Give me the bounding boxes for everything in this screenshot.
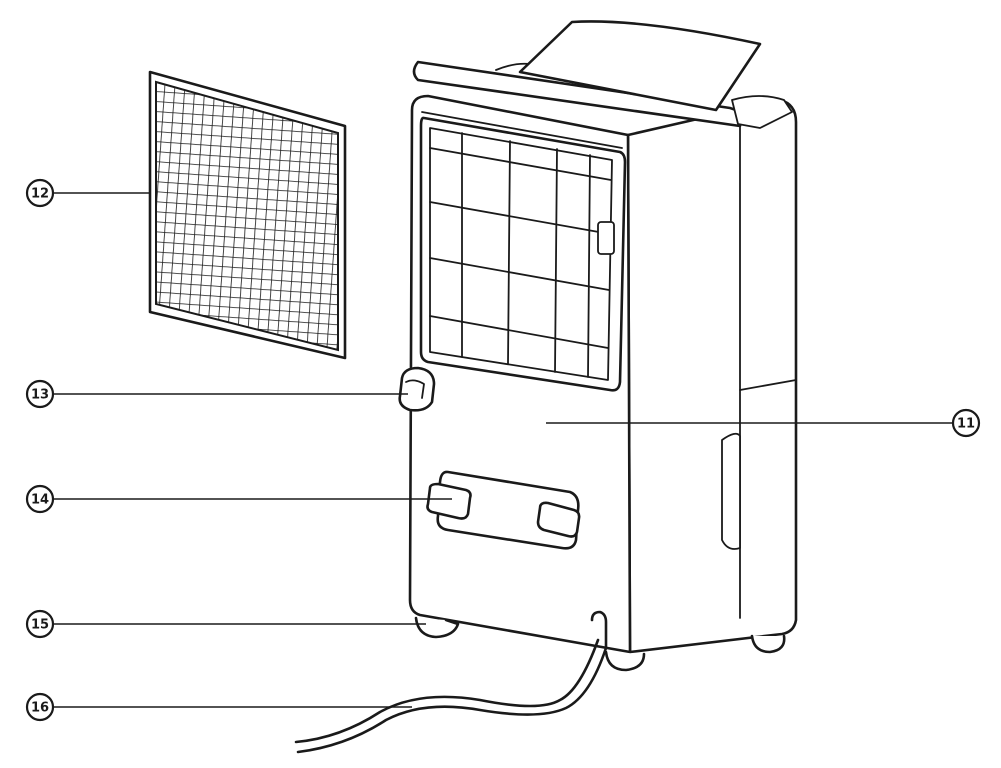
callout-handle-label: 14 [31,493,49,508]
callout-filter-label: 12 [31,187,49,202]
callout-cord-label: 16 [31,701,49,716]
callout-knob-label: 13 [31,388,49,403]
callout-knob: 13 [25,379,55,409]
callout-handle: 14 [25,484,55,514]
filter-mesh [148,70,347,360]
callout-wheel: 15 [25,609,55,639]
callout-wheel-label: 15 [31,618,49,633]
callout-body-label: 11 [957,417,975,432]
power-cord [294,638,608,754]
dehumidifier-body [398,20,798,672]
callout-filter: 12 [25,178,55,208]
callout-cord: 16 [25,692,55,722]
callout-body: 11 [951,408,981,438]
